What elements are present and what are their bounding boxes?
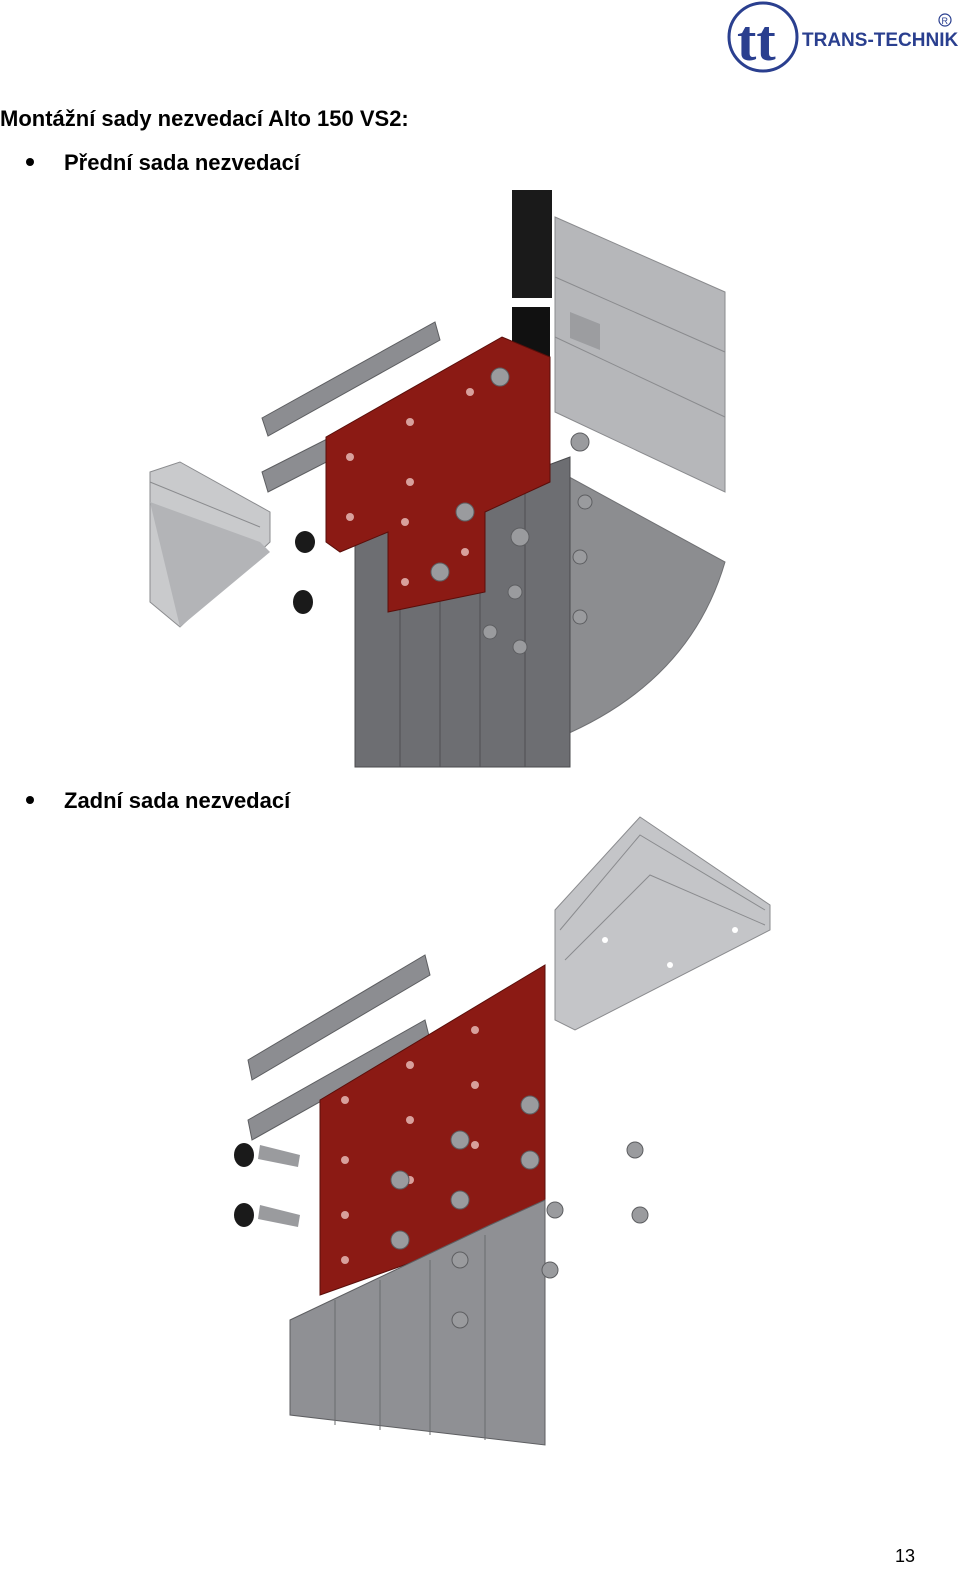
logo-registered-mark: R xyxy=(942,16,949,26)
section-label: Zadní sada nezvedací xyxy=(64,788,291,813)
bullet-icon xyxy=(26,158,34,167)
bullet-icon xyxy=(26,796,34,805)
section-label: Přední sada nezvedací xyxy=(64,150,300,175)
front-set-illustration xyxy=(140,182,740,777)
trans-technik-logo: tt TRANS-TECHNIK R xyxy=(726,0,960,76)
logo-monogram: tt xyxy=(737,8,776,73)
page-heading: Montážní sady nezvedací Alto 150 VS2: xyxy=(0,106,409,131)
page-number: 13 xyxy=(894,1546,915,1566)
section-rear-set: Zadní sada nezvedací xyxy=(26,788,290,814)
logo-brand-text: TRANS-TECHNIK xyxy=(802,30,958,51)
rear-set-illustration xyxy=(230,815,775,1460)
section-front-set: Přední sada nezvedací xyxy=(26,150,300,176)
